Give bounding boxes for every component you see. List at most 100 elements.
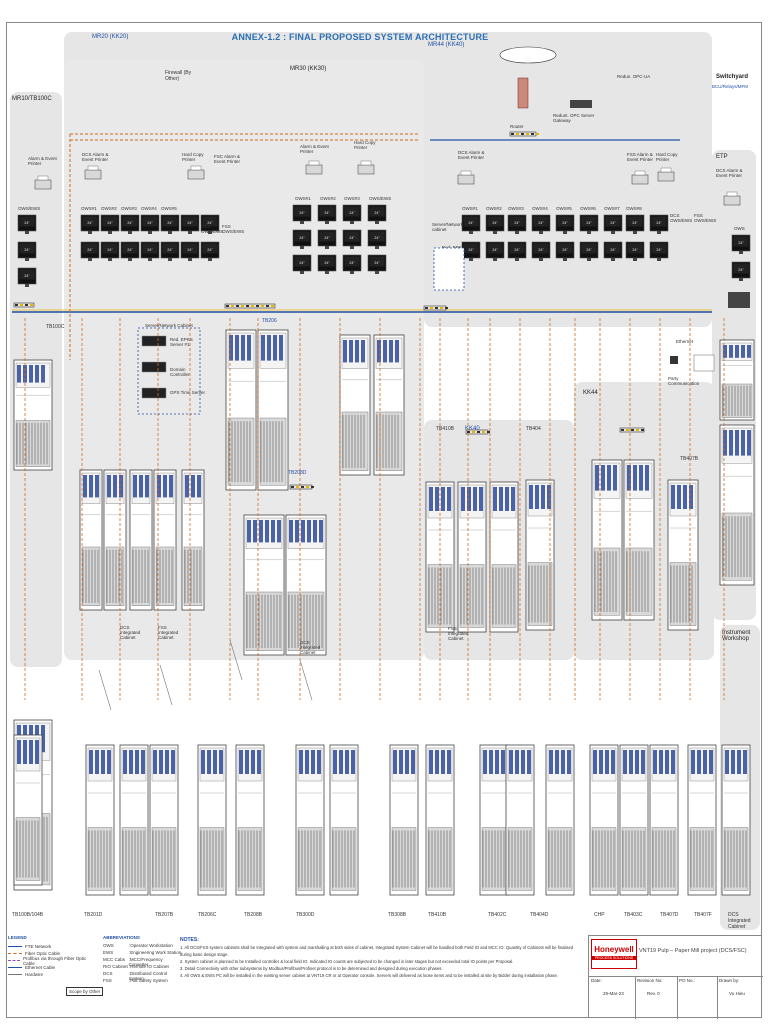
io-module	[171, 750, 175, 774]
monitor-screen	[122, 243, 138, 254]
io-module	[595, 465, 599, 491]
drawing-frame	[6, 22, 762, 1018]
label-redunt-opc: Redun. OPC-UA	[617, 74, 651, 79]
io-module	[627, 465, 631, 491]
ows-label: OWS#1	[295, 196, 311, 201]
io-module	[613, 465, 617, 491]
label-mr20: MR20 (KK20)	[92, 34, 129, 40]
monitor-stand	[739, 251, 743, 254]
server-unit	[141, 387, 167, 399]
ows-label: OWS#4	[141, 206, 157, 211]
cabinet-tag: CHP	[594, 912, 605, 918]
monitor-screen	[102, 243, 118, 254]
switch-port	[271, 305, 274, 307]
switch-port	[631, 429, 634, 431]
monitor-stand	[375, 271, 379, 274]
monitor-screen	[122, 216, 138, 227]
printer-paper	[660, 167, 672, 173]
io-module	[435, 750, 439, 774]
io-module	[239, 750, 243, 774]
monitor-stand	[493, 258, 497, 261]
io-module	[429, 487, 433, 511]
title-block: Honeywell PROCESS SOLUTIONS VNT19 Pulp –…	[588, 935, 763, 1019]
ows-label: OWS#2	[320, 196, 336, 201]
switch-port	[266, 305, 269, 307]
monitor-size-label: 24"	[299, 261, 305, 265]
switch-port	[440, 307, 443, 309]
io-module	[629, 750, 633, 774]
monitor-stand	[587, 231, 591, 234]
io-module	[123, 750, 127, 774]
cabinet-terminal	[297, 827, 323, 891]
cabinet-terminal	[121, 827, 147, 891]
monitor-size-label: 24"	[207, 221, 213, 225]
switch-port	[256, 305, 259, 307]
ows-label: OWS#1	[462, 206, 478, 211]
io-module	[261, 335, 265, 361]
tb-label: TB100C	[46, 324, 65, 330]
legend-item: Hardwire	[8, 971, 88, 978]
monitor-stand	[611, 258, 615, 261]
ows-label: FSS OWS/EWS	[222, 224, 245, 234]
io-module	[671, 485, 675, 509]
abbr-value: :Operator Workstation	[129, 943, 173, 948]
monitor-size-label: 24"	[374, 211, 380, 215]
io-module	[737, 750, 741, 774]
legend-heading: LEGEND	[8, 935, 27, 940]
io-module	[703, 750, 707, 774]
cabinet-terminal	[459, 564, 485, 628]
io-module	[515, 750, 519, 774]
io-module	[313, 520, 317, 543]
cabinet-terminal	[391, 827, 417, 891]
notes-panel: NOTES: 1. All DCS/FSS system cabinets sh…	[180, 937, 585, 1015]
io-module	[411, 750, 415, 774]
io-module	[355, 340, 359, 363]
printer-label: Hard Copy Printer	[656, 152, 678, 162]
abbr-value: :Fail Safety System	[129, 978, 168, 983]
cabinet-tag: TB206C	[198, 912, 217, 918]
tb-label: TB206	[262, 318, 277, 324]
switch-port	[636, 429, 639, 431]
ows-label: OWS#6	[580, 206, 596, 211]
etp-switch-box	[728, 292, 750, 308]
io-module	[271, 520, 275, 543]
abbr-key: DCS	[103, 971, 113, 976]
switch-port	[30, 304, 33, 306]
io-module	[555, 750, 559, 774]
io-module	[599, 750, 603, 774]
monitor-screen	[19, 216, 35, 227]
label-kk40: KK40	[465, 426, 480, 432]
tb-label: TB410B	[436, 426, 455, 432]
io-module	[691, 750, 695, 774]
io-module	[83, 475, 87, 498]
monitor-stand	[633, 258, 637, 261]
io-module	[541, 485, 545, 509]
printer-paper	[308, 160, 320, 166]
abbr-item: OWS:Operator Workstation	[103, 943, 183, 950]
cabinet-terminal	[651, 827, 677, 891]
switch-port	[516, 133, 519, 135]
io-module	[435, 487, 439, 511]
monitor-size-label: 24"	[167, 221, 173, 225]
monitor-screen	[294, 206, 310, 217]
switch-port	[487, 431, 490, 433]
cabinet-terminal	[151, 827, 177, 891]
io-module	[639, 465, 643, 491]
io-module	[399, 750, 403, 774]
abbr-item: RIO Cabinet:Remote IO Cabinet	[103, 964, 183, 971]
switch-port	[15, 304, 18, 306]
logo-text: Honeywell	[594, 945, 634, 954]
monitor-size-label: 24"	[147, 248, 153, 252]
io-module	[521, 750, 525, 774]
io-module	[567, 750, 571, 774]
switch-port	[425, 307, 428, 309]
io-module	[89, 475, 93, 498]
cabinet-terminal	[183, 546, 203, 606]
io-module	[229, 335, 233, 361]
tb-label: TB208D	[288, 470, 307, 476]
io-module	[741, 345, 745, 358]
monitor-size-label: 24"	[738, 268, 744, 272]
monitor-screen	[509, 216, 525, 227]
abbr-item: DCS:Distributed Control System	[103, 971, 183, 981]
